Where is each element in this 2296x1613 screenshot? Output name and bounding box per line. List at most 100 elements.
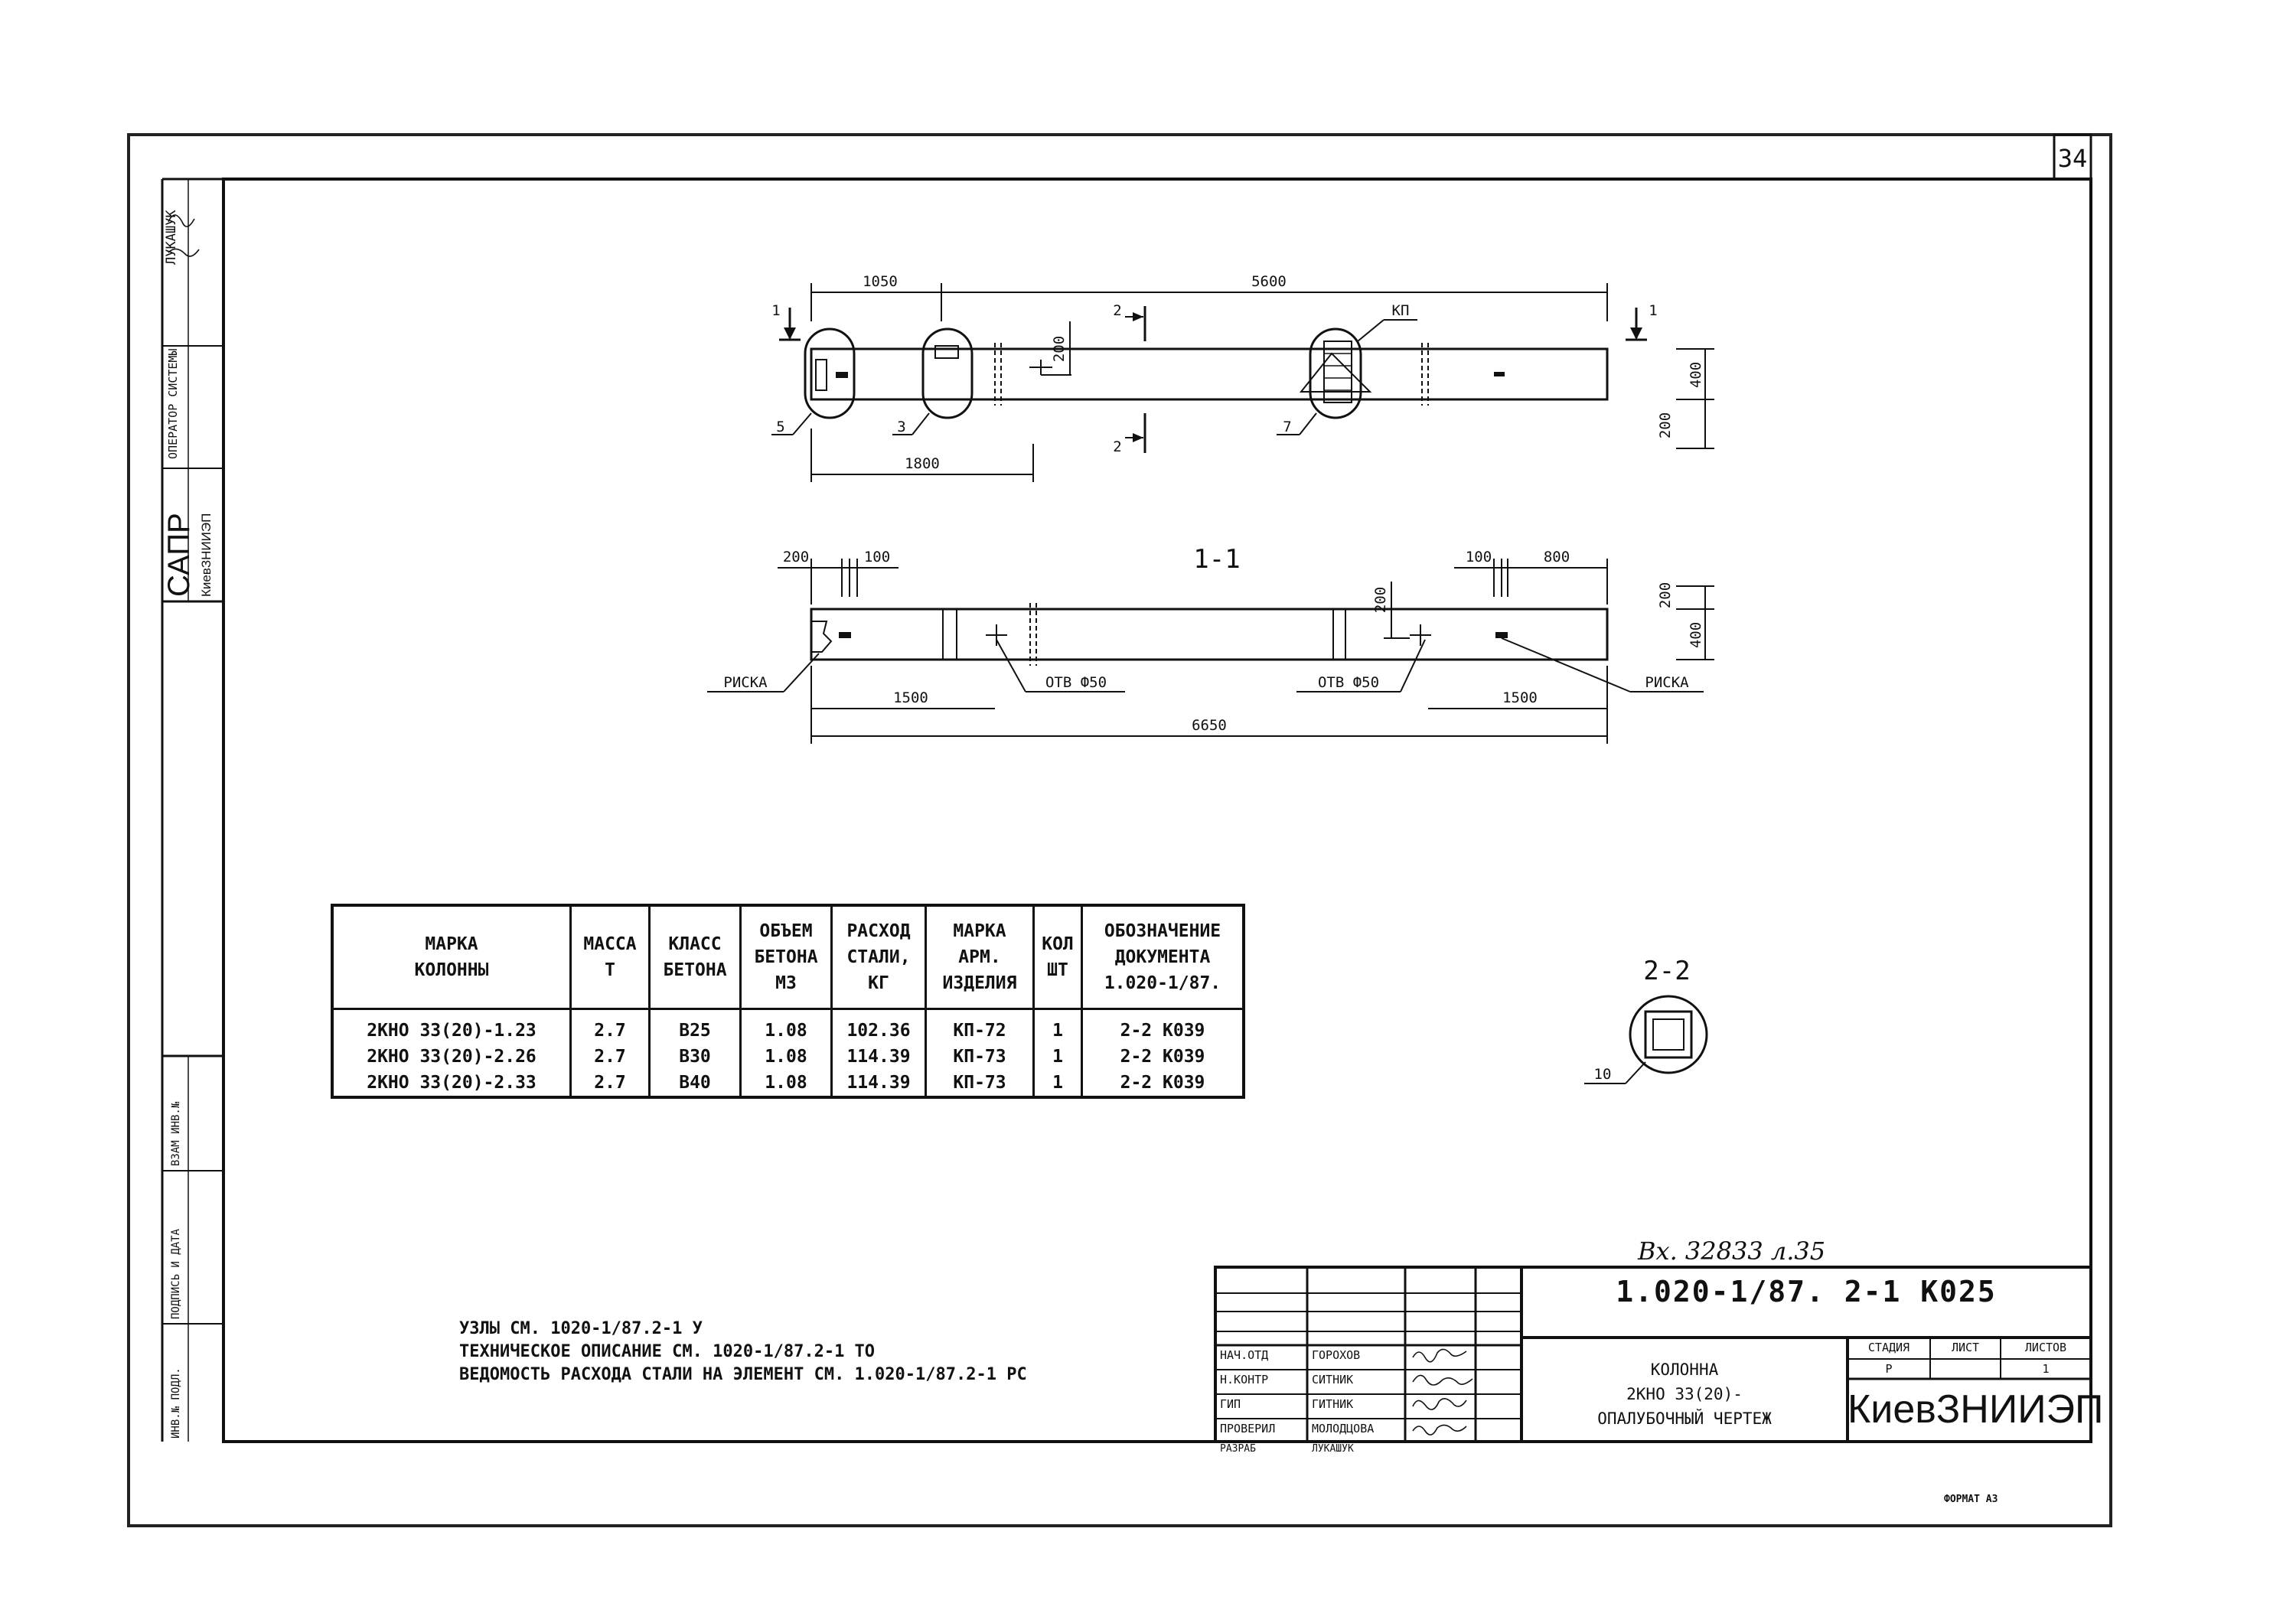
spec-table-header-row: МАРКА КОЛОННЫ МАССА Т КЛАСС БЕТОНА ОБЪЕМ… [331, 905, 1245, 1010]
node-capsule-3 [921, 327, 974, 419]
note-line: УЗЛЫ СМ. 1020-1/87.2-1 У [459, 1319, 703, 1338]
header-marka-kolonny: МАРКА КОЛОННЫ [331, 905, 572, 1010]
signer-name: СИТНИК [1312, 1373, 1354, 1387]
stamp-field-vzam: ВЗАМ ИНВ.№ [170, 1101, 182, 1166]
cell-klass: В25 [648, 1009, 742, 1044]
dim-6650: 6650 [1192, 717, 1227, 734]
page-number-box [2053, 133, 2092, 181]
dim-5600: 5600 [1251, 273, 1287, 290]
label-hole-right: ОТВ Ф50 [1318, 674, 1379, 691]
column-plan-outline [810, 347, 1609, 401]
cell-rashod: 114.39 [830, 1070, 927, 1097]
label-riska-right: РИСКА [1645, 674, 1689, 691]
header-kol: КОЛ ШТ [1032, 905, 1083, 1010]
label-kp: КП [1392, 302, 1410, 319]
section-mark-1-left: 1 [771, 302, 780, 319]
cell-klass: В40 [648, 1070, 742, 1097]
label-riska-left: РИСКА [723, 674, 768, 691]
column-elevation-outline [810, 608, 1609, 661]
title-line-1: КОЛОННА [1650, 1360, 1719, 1379]
dim-1800: 1800 [905, 455, 940, 472]
format-label: ФОРМАТ А3 [1944, 1494, 1998, 1505]
header-klass-betona: КЛАСС БЕТОНА [648, 905, 742, 1010]
cell-izdelie: КП-73 [925, 1044, 1035, 1070]
title-line-2: 2КНО 33(20)- [1626, 1385, 1743, 1403]
cell-obem: 1.08 [739, 1070, 833, 1097]
signer-name: МОЛОДЦОВА [1312, 1422, 1375, 1435]
node-capsule-7 [1309, 327, 1362, 419]
table-row: 2КНО 33(20)-1.23 2.7 В25 1.08 102.36 КП-… [331, 1009, 1245, 1044]
node-capsule-5 [804, 327, 856, 419]
document-code: 1.020-1/87. 2-1 К025 [1616, 1275, 1997, 1308]
section-1-1: 1-1 200 100 100 800 200 [707, 544, 1714, 744]
drawing-notes: УЗЛЫ СМ. 1020-1/87.2-1 У ТЕХНИЧЕСКОЕ ОПИ… [459, 1318, 1027, 1387]
header-oboznachenie: ОБОЗНАЧЕНИЕ ДОКУМЕНТА 1.020-1/87. [1081, 905, 1245, 1010]
cell-obem: 1.08 [739, 1044, 833, 1070]
section-mark-1-right: 1 [1649, 302, 1657, 319]
title-line-3: ОПАЛУБОЧНЫЙ ЧЕРТЕЖ [1597, 1409, 1772, 1428]
dim-100-1-1-right: 100 [1466, 549, 1492, 565]
signer-name: ГИТНИК [1312, 1397, 1354, 1411]
signer-role: РАЗРАБ [1220, 1443, 1256, 1455]
section-2-2-title: 2-2 [1643, 956, 1690, 986]
signer-role: ПРОВЕРИЛ [1220, 1422, 1276, 1435]
cell-massa: 2.7 [569, 1009, 651, 1044]
header-obem-betona: ОБЪЕМ БЕТОНА М3 [739, 905, 833, 1010]
cell-marka: 2КНО 33(20)-2.33 [331, 1070, 572, 1097]
header-rashod-stali: РАСХОД СТАЛИ, КГ [830, 905, 927, 1010]
section-mark-2-bottom: 2 [1113, 438, 1121, 455]
signatures [1412, 1348, 1473, 1435]
signer-name: ЛУКАШУК [1312, 1443, 1354, 1455]
table-row: 2КНО 33(20)-2.26 2.7 В30 1.08 114.39 КП-… [331, 1044, 1245, 1070]
dim-200-top: 200 [1051, 336, 1068, 362]
dim-1050: 1050 [863, 273, 898, 290]
column-spec-table: МАРКА КОЛОННЫ МАССА Т КЛАСС БЕТОНА ОБЪЕМ… [331, 904, 1245, 1099]
organization-name: КиевЗНИИЭП [1848, 1387, 2104, 1432]
stamp-person: ЛУКАШУК [164, 210, 179, 265]
cell-izdelie: КП-73 [925, 1070, 1035, 1097]
page-number: 34 [2058, 144, 2088, 173]
dim-1500-right: 1500 [1502, 689, 1538, 706]
cell-rashod: 102.36 [830, 1009, 927, 1044]
handwritten-reference: Вх. 32833 л.35 [1638, 1237, 1826, 1266]
col-sheets-label: ЛИСТОВ [2024, 1341, 2067, 1354]
signer-role: Н.КОНТР [1220, 1373, 1269, 1387]
dim-200-1-1-left: 200 [783, 549, 809, 565]
stamp-field-podpis: ПОДПИСЬ И ДАТА [170, 1228, 182, 1319]
dim-100-1-1-left: 100 [864, 549, 890, 565]
dim-400-1-1: 400 [1688, 622, 1704, 648]
cell-massa: 2.7 [569, 1070, 651, 1097]
callout-7: 7 [1283, 419, 1291, 435]
section-2-2: 2-2 10 [1584, 956, 1708, 1084]
drawing-frame [222, 178, 2092, 1443]
stamp-field-inv: ИНВ.№ ПОДЛ. [170, 1367, 182, 1439]
cell-marka: 2КНО 33(20)-1.23 [331, 1009, 572, 1044]
cell-klass: В30 [648, 1044, 742, 1070]
header-massa: МАССА Т [569, 905, 651, 1010]
dim-1500-left: 1500 [893, 689, 928, 706]
cell-obem: 1.08 [739, 1009, 833, 1044]
cell-marka: 2КНО 33(20)-2.26 [331, 1044, 572, 1070]
cell-oboznachenie: 2-2 К039 [1081, 1009, 1245, 1044]
cell-rashod: 114.39 [830, 1044, 927, 1070]
note-line: ВЕДОМОСТЬ РАСХОДА СТАЛИ НА ЭЛЕМЕНТ СМ. 1… [459, 1365, 1027, 1384]
sheets-value: 1 [2042, 1362, 2050, 1376]
plan-view: 1050 5600 1800 200 400 200 1 1 2 2 [771, 273, 1714, 482]
callout-3: 3 [897, 419, 905, 435]
col-stage-label: СТАДИЯ [1867, 1341, 1910, 1354]
title-block-lines [1214, 1266, 2092, 1443]
callout-5: 5 [776, 419, 784, 435]
cell-izdelie: КП-72 [925, 1009, 1035, 1044]
left-stamp-signature [168, 214, 200, 257]
dim-200-plan-side: 200 [1657, 412, 1674, 438]
cell-kol: 1 [1032, 1070, 1083, 1097]
cell-oboznachenie: 2-2 К039 [1081, 1044, 1245, 1070]
cell-kol: 1 [1032, 1044, 1083, 1070]
drawing-title: КОЛОННА 2КНО 33(20)- ОПАЛУБОЧНЫЙ ЧЕРТЕЖ [1521, 1357, 1848, 1431]
cell-massa: 2.7 [569, 1044, 651, 1070]
dim-800-1-1: 800 [1544, 549, 1570, 565]
stamp-institute-small: КиевЗНИИЭП [199, 513, 214, 597]
dim-200-1-1-side: 200 [1657, 582, 1674, 608]
outer-border [127, 133, 2112, 1527]
